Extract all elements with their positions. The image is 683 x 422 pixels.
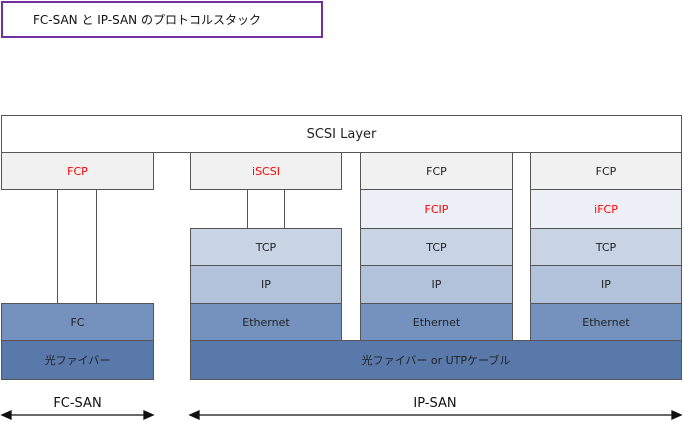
fcip-ip-layer: IP [360,265,513,304]
iscsi-tcp-layer: TCP [190,228,342,266]
ip-san-arrow [188,409,683,421]
fcip-ethernet-layer: Ethernet [360,303,513,341]
iscsi-ip-layer: IP [190,265,342,304]
ifcp-ethernet-layer: Ethernet [530,303,682,341]
ip-san-label: IP-SAN [413,396,457,411]
iscsi-ethernet-layer: Ethernet [190,303,342,341]
fcip-layer: FCIP [360,189,513,229]
iscsi-connector-right [284,189,285,229]
fc-fcp-layer: FCP [1,152,154,190]
fc-media-layer: 光ファイバー [1,340,154,380]
fc-san-label: FC-SAN [53,396,102,411]
iscsi-connector-left [247,189,248,229]
fc-connector-left [57,189,58,304]
fcip-fcp-layer: FCP [360,152,513,190]
scsi-layer: SCSI Layer [1,115,682,153]
iscsi-layer: iSCSI [190,152,342,190]
diagram-title: FC-SAN と IP-SAN のプロトコルスタック [1,1,323,38]
ifcp-layer: iFCP [530,189,682,229]
fc-layer: FC [1,303,154,341]
fcip-tcp-layer: TCP [360,228,513,266]
fc-connector-right [96,189,97,304]
fc-san-arrow [0,409,155,421]
ip-media-layer: 光ファイバー or UTPケーブル [190,340,682,380]
